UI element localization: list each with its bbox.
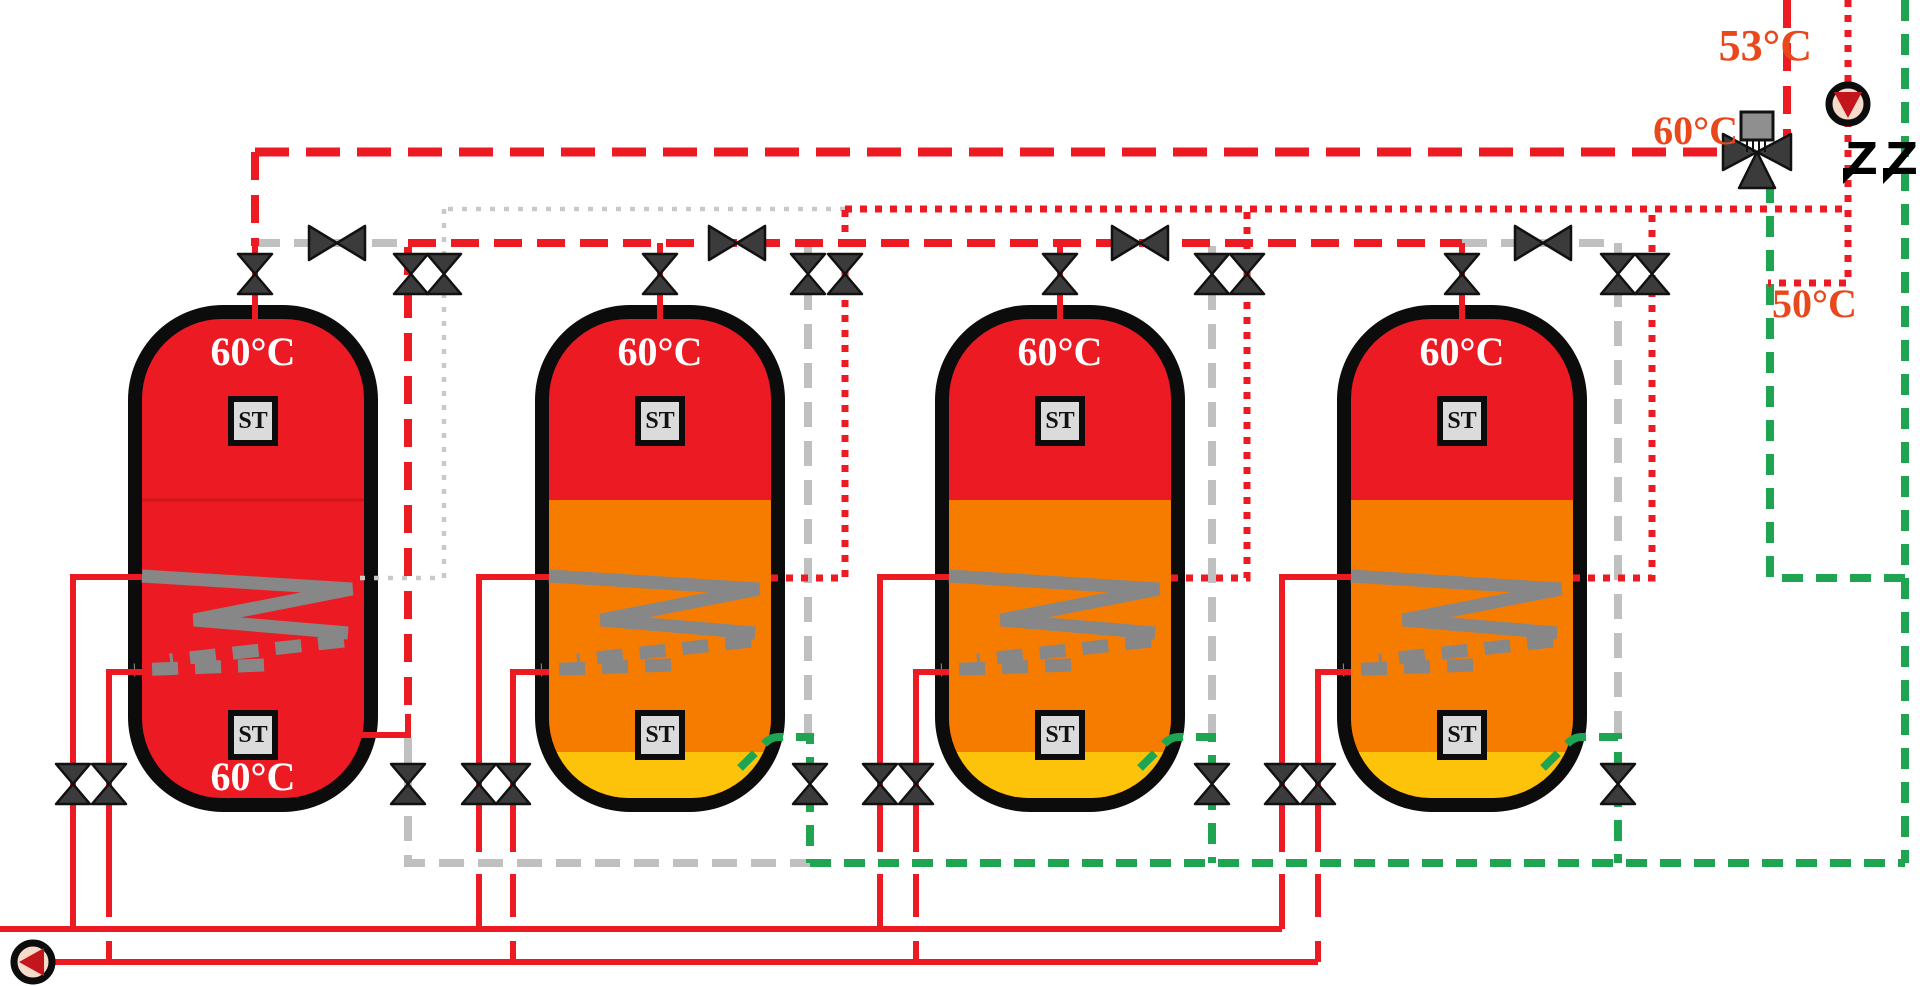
tank2-sensor-top: ST: [635, 396, 685, 446]
pipe-circulation: [771, 0, 1852, 582]
tank1-heating-coil: [133, 569, 354, 677]
valve-tank2-coil-return[interactable]: [494, 762, 532, 806]
valve-tank4-top[interactable]: [1443, 252, 1481, 296]
valve-tank3-coil-supply[interactable]: [861, 762, 899, 806]
valve-header-1[interactable]: [307, 224, 367, 262]
charging-pump[interactable]: [10, 939, 56, 985]
tank2-heating-coil: [540, 569, 761, 677]
storage-tank-1: [128, 305, 378, 812]
tank2-sensor-bottom: ST: [635, 710, 685, 760]
valve-tank1-coil-supply[interactable]: [54, 762, 92, 806]
circulation-pump[interactable]: [1825, 81, 1871, 127]
valve-header-3[interactable]: [1110, 224, 1170, 262]
tank4-sensor-bottom: ST: [1437, 710, 1487, 760]
tank3-top-temp: 60°C: [1017, 329, 1103, 374]
valve-tank3-coil-return[interactable]: [897, 762, 935, 806]
label-mixed-flow-temp: 53°C: [1718, 21, 1812, 70]
valve-tank3-top[interactable]: [1041, 252, 1079, 296]
valve-tank2-coil-supply[interactable]: [460, 762, 498, 806]
valve-tank3-cold[interactable]: [1193, 762, 1231, 806]
tank4-sensor-top: ST: [1437, 396, 1487, 446]
tank2-top-temp: 60°C: [617, 329, 703, 374]
label-flow-temp: 60°C: [1653, 108, 1738, 153]
valve-header-2[interactable]: [707, 224, 767, 262]
valve-tank4-cold[interactable]: [1599, 762, 1637, 806]
label-circulation-temp: 50°C: [1772, 281, 1857, 326]
valve-tank1-bottom[interactable]: [389, 762, 427, 806]
tank4-heating-coil: [1342, 569, 1563, 677]
valve-tank2-cold[interactable]: [791, 762, 829, 806]
valve-cascade-a-hot[interactable]: [392, 252, 430, 296]
tank3-heating-coil: [940, 569, 1161, 677]
mixing-valve[interactable]: [1721, 110, 1793, 190]
mixing-valve-actuator: [1739, 110, 1775, 152]
tap-arrow-icon-1: [1843, 168, 1859, 184]
valve-header-4[interactable]: [1513, 224, 1573, 262]
pipe-charging-circuit: [0, 243, 1465, 965]
tank1-bottom-temp: 60°C: [210, 754, 296, 799]
valve-cascade-b-standby[interactable]: [789, 252, 827, 296]
tap-arrow-icon-2: [1883, 168, 1899, 184]
valve-tank1-coil-return[interactable]: [90, 762, 128, 806]
tank1-top-temp: 60°C: [210, 329, 296, 374]
valve-cascade-c-standby[interactable]: [1193, 252, 1231, 296]
valve-tank2-top[interactable]: [641, 252, 679, 296]
tank3-sensor-top: ST: [1035, 396, 1085, 446]
valve-cascade-d-standby[interactable]: [1599, 252, 1637, 296]
tank3-sensor-bottom: ST: [1035, 710, 1085, 760]
pipe-cold-water: [737, 0, 1909, 867]
pipe-gray-dotted-standby: [356, 206, 845, 581]
valve-cascade-b-circ[interactable]: [826, 252, 864, 296]
tank1-sensor-top: ST: [228, 396, 278, 446]
valve-cascade-c-circ[interactable]: [1228, 252, 1266, 296]
valve-cascade-a-circ[interactable]: [425, 252, 463, 296]
tank4-top-temp: 60°C: [1419, 329, 1505, 374]
valve-tank1-top[interactable]: [236, 252, 274, 296]
valve-tank4-coil-return[interactable]: [1299, 762, 1337, 806]
tank1-sensor-bottom: ST: [228, 710, 278, 760]
valve-cascade-d-circ[interactable]: [1633, 252, 1671, 296]
valve-tank4-coil-supply[interactable]: [1263, 762, 1301, 806]
